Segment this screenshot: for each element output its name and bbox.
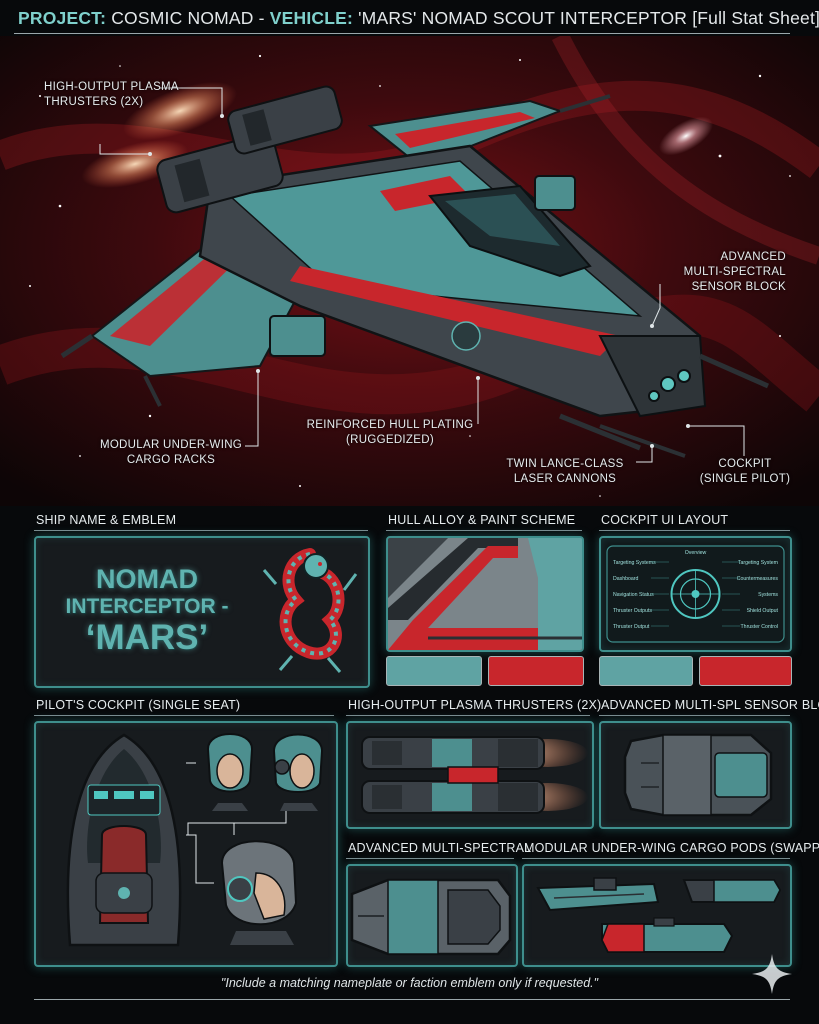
panel-title-cockpit-ui: COCKPIT UI LAYOUT xyxy=(601,513,729,527)
ship-name-panel: NOMAD INTERCEPTOR - ‘MARS’ xyxy=(34,536,370,688)
ui-left-label: Thruster Output xyxy=(613,624,650,630)
teal-swatch-2 xyxy=(599,656,693,686)
header-divider xyxy=(14,33,790,34)
callout-cargo: MODULAR UNDER-WING CARGO RACKS xyxy=(99,439,243,466)
cargo-pod-1-icon xyxy=(536,877,660,912)
panel-rule xyxy=(522,858,790,859)
pilot-helmet-front-icon xyxy=(206,733,254,811)
panel-title-pilot: PILOT'S COCKPIT (SINGLE SEAT) xyxy=(36,698,241,712)
ui-left-label: Targeting Systems xyxy=(613,560,656,566)
hero-illustration: HIGH-OUTPUT PLASMA THRUSTERS (2X) ADVANC… xyxy=(0,36,819,506)
dragon-emblem-icon xyxy=(262,548,358,673)
thrusters-diagram xyxy=(361,736,588,814)
ui-left-label: Thruster Outputs xyxy=(613,608,652,614)
pilot-cockpit-diagram xyxy=(66,733,324,947)
ship-name-line2: INTERCEPTOR - xyxy=(65,595,229,618)
ship-illustration xyxy=(0,36,819,506)
ui-right-label: Shield Output xyxy=(747,608,779,614)
hull-texture xyxy=(388,538,582,650)
ui-left-label: Navigation Status xyxy=(613,592,654,598)
panel-rule xyxy=(34,530,368,531)
panel-title-cargo-pods: MODULAR UNDER-WING CARGO PODS (SWAPPABLE… xyxy=(524,841,819,855)
red-swatch-2 xyxy=(699,656,792,686)
thruster-upper-icon xyxy=(361,736,545,770)
teal-swatch xyxy=(386,656,482,686)
red-swatch xyxy=(488,656,584,686)
ship-name-line1: NOMAD xyxy=(96,564,198,594)
project-label: PROJECT: xyxy=(18,8,107,28)
ui-right-label: Systems xyxy=(758,592,778,598)
multispectral-panel xyxy=(346,864,518,967)
cargo-pod-2-icon xyxy=(682,879,782,903)
ui-right-label: Targeting System xyxy=(738,560,778,566)
pilot-helmet-side-icon xyxy=(272,733,324,811)
panel-title-hull-alloy: HULL ALLOY & PAINT SCHEME xyxy=(388,513,576,527)
thruster-lower-icon xyxy=(361,780,545,814)
pilot-cockpit-panel xyxy=(34,721,338,967)
sensor-block-diagram xyxy=(623,733,773,817)
vehicle-label: VEHICLE: xyxy=(269,8,354,28)
header: PROJECT: COSMIC NOMAD - VEHICLE: 'MARS' … xyxy=(0,0,819,36)
callout-sensor: ADVANCED MULTI-SPECTRAL SENSOR BLOCK xyxy=(683,251,786,293)
cargo-pod-3-icon xyxy=(601,917,734,953)
cargo-pods-diagram xyxy=(536,877,782,953)
vehicle-name: 'MARS' NOMAD SCOUT INTERCEPTOR [Full Sta… xyxy=(358,8,819,28)
panel-title-ship-name: SHIP NAME & EMBLEM xyxy=(36,513,177,527)
sensor-block-panel xyxy=(599,721,792,829)
callout-thrusters: HIGH-OUTPUT PLASMA THRUSTERS (2X) xyxy=(44,81,179,108)
panel-rule xyxy=(386,530,582,531)
footer-note: "Include a matching nameplate or faction… xyxy=(220,976,599,990)
cargo-pods-panel xyxy=(522,864,792,967)
panel-rule xyxy=(599,715,790,716)
ui-top-label: Overview xyxy=(685,550,707,556)
panel-rule xyxy=(346,858,514,859)
callout-hull: REINFORCED HULL PLATING (RUGGEDIZED) xyxy=(306,419,474,446)
panel-rule xyxy=(346,715,590,716)
callout-cannons: TWIN LANCE-CLASS LASER CANNONS xyxy=(506,458,624,485)
page-title: PROJECT: COSMIC NOMAD - VEHICLE: 'MARS' … xyxy=(18,8,819,29)
callout-cockpit: COCKPIT (SINGLE PILOT) xyxy=(699,458,791,485)
panel-rule xyxy=(34,715,334,716)
panel-rule xyxy=(599,530,790,531)
pilot-helmet-profile-icon xyxy=(220,840,298,945)
panel-title-thrusters: HIGH-OUTPUT PLASMA THRUSTERS (2X) xyxy=(348,698,602,712)
project-name: COSMIC NOMAD - xyxy=(111,8,265,28)
ui-left-label: Dashboard xyxy=(613,576,638,582)
ui-right-labels: Targeting SystemCountermeasuresSystemsSh… xyxy=(722,560,779,630)
ship-name-line3: ‘MARS’ xyxy=(85,618,209,657)
ui-right-label: Thruster Control xyxy=(741,624,778,630)
thrusters-panel xyxy=(346,721,594,829)
panel-title-sensor-block: ADVANCED MULTI-SPL SENSOR BLOCK xyxy=(601,698,819,712)
panel-title-multispectral: ADVANCED MULTI-SPECTRAL xyxy=(348,841,532,855)
footer-divider xyxy=(34,999,790,1000)
ui-right-label: Countermeasures xyxy=(737,576,779,582)
hull-alloy-panel xyxy=(386,536,584,652)
sparkle-icon xyxy=(752,954,792,994)
multispectral-diagram xyxy=(350,878,512,956)
